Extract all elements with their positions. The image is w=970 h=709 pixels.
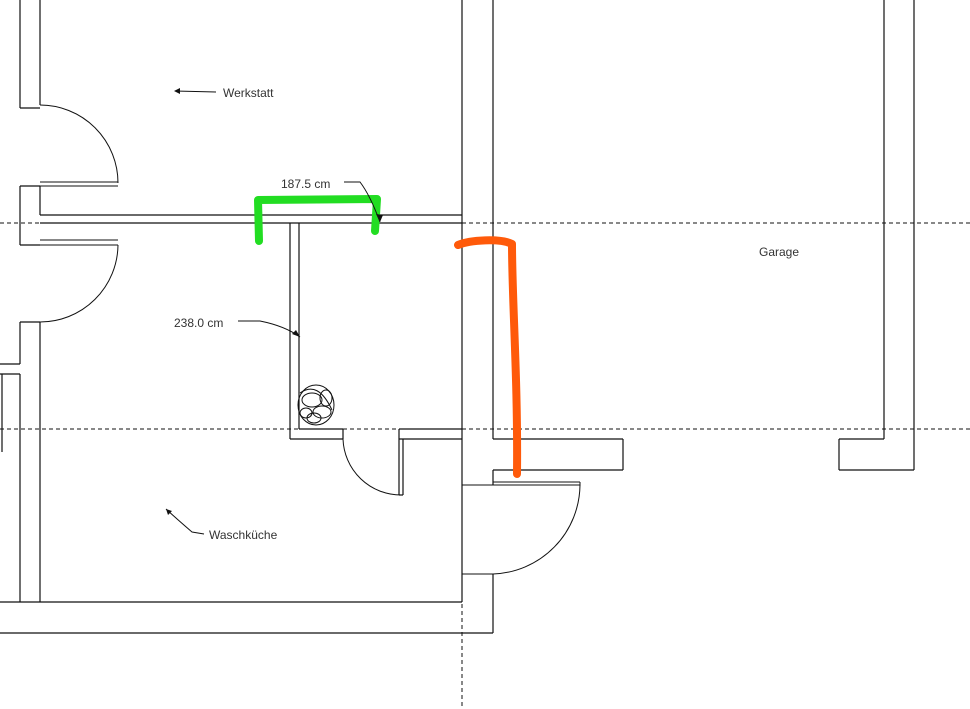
green-highlight-marker	[254, 195, 381, 245]
dimension-label-horizontal: 187.5 cm	[281, 177, 330, 191]
wall-garage-west	[461, 0, 494, 633]
door-waschkueche-left	[39, 239, 119, 323]
dimension-leader-horizontal	[344, 181, 383, 223]
closet-walls	[289, 223, 462, 496]
garage-east-wall	[838, 0, 915, 471]
room-label-werkstatt: Werkstatt	[223, 86, 274, 100]
left-wall	[0, 0, 41, 602]
dimension-leader-vertical	[238, 320, 301, 338]
wall-werkstatt-south	[40, 214, 462, 224]
garage-ledge-west	[493, 438, 624, 471]
plant-symbol-icon	[297, 384, 335, 426]
door-closet	[342, 438, 402, 496]
door-werkstatt-left	[39, 104, 119, 187]
dimension-label-vertical: 238.0 cm	[174, 316, 223, 330]
waschkueche-leader	[165, 508, 205, 535]
orange-highlight-marker	[454, 236, 522, 478]
room-label-waschkueche: Waschküche	[209, 528, 278, 542]
room-label-garage: Garage	[759, 245, 799, 259]
werkstatt-leader	[174, 88, 217, 94]
door-garage	[462, 481, 581, 575]
bottom-wall	[0, 601, 493, 634]
